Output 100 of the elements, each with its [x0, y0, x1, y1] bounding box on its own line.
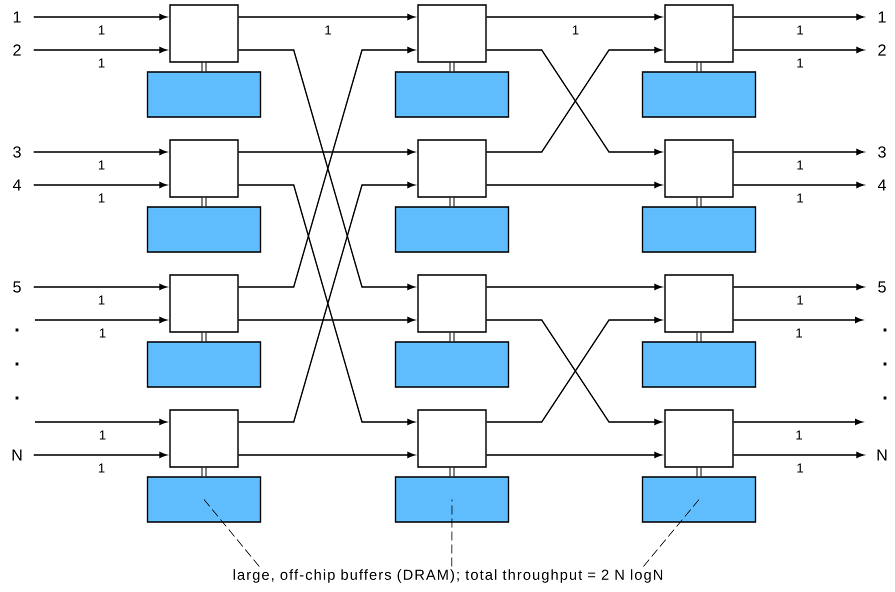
arrow: [486, 284, 662, 290]
arrow: [734, 182, 864, 188]
edge-label: 1: [96, 24, 106, 36]
link: [450, 332, 454, 342]
switch-box: [664, 4, 734, 63]
arrow: [34, 148, 167, 156]
link: [202, 198, 206, 206]
link: [450, 198, 454, 206]
switch-box: [417, 274, 487, 333]
arrow: [34, 182, 167, 188]
link: [450, 62, 454, 72]
arrow: [238, 316, 415, 324]
arrow: [734, 148, 864, 156]
edge-label: 1: [794, 430, 804, 440]
buffer-box: [146, 71, 262, 118]
arrow: [238, 14, 415, 20]
ellipsis-dot: .: [884, 328, 886, 332]
switch-box: [169, 4, 239, 63]
arrow: [34, 46, 167, 54]
arrow: [486, 452, 662, 458]
switch-box: [169, 139, 239, 198]
edge-label: 1: [323, 24, 333, 36]
edge-label: 1: [795, 160, 805, 170]
ellipsis-dot: .: [884, 362, 886, 366]
arrow: [734, 14, 864, 20]
arrow: [34, 452, 167, 458]
port-label: 1: [878, 12, 886, 22]
buffer-box: [394, 341, 510, 388]
buffer-box: [146, 476, 262, 523]
leader-line: [451, 499, 452, 567]
port-label: 4: [12, 180, 21, 190]
arrow: [734, 418, 863, 426]
arrow: [734, 284, 864, 290]
edge-label: 1: [795, 192, 805, 204]
buffer-box: [642, 206, 756, 253]
edge-label: 1: [96, 294, 106, 306]
edge-label: 1: [795, 24, 805, 36]
ellipsis-dot: .: [16, 362, 18, 366]
link: [202, 332, 206, 342]
switch-box: [417, 139, 487, 198]
switch-box: [664, 274, 734, 333]
edge-label: 1: [570, 24, 580, 36]
arrow: [238, 148, 415, 156]
ellipsis-dot: .: [884, 396, 886, 400]
edge-label: 1: [96, 192, 106, 204]
buffer-box: [394, 476, 510, 523]
port-label: 4: [878, 180, 886, 190]
port-label: N: [12, 450, 22, 460]
port-label: 5: [13, 281, 21, 293]
edge-label: 1: [96, 462, 106, 474]
leader-line: [643, 499, 700, 567]
port-label: 5: [878, 281, 886, 293]
arrow: [486, 182, 662, 188]
link: [696, 62, 702, 72]
edge-label: 1: [795, 58, 805, 68]
arrow: [734, 452, 864, 458]
link: [696, 332, 702, 342]
edge-label: 1: [98, 430, 108, 440]
link: [202, 62, 206, 72]
edge-label: 1: [96, 58, 106, 68]
edge-label: 1: [98, 328, 108, 338]
leader-line: [204, 499, 260, 567]
arrow: [486, 14, 662, 20]
arrow: [734, 46, 864, 54]
switch-box: [169, 409, 239, 468]
arrow: [34, 14, 167, 20]
buffer-box: [642, 71, 756, 118]
port-label: 2: [13, 44, 21, 56]
port-label: 2: [878, 44, 886, 56]
buffer-box: [146, 341, 262, 388]
switch-box: [417, 4, 487, 63]
switch-box: [664, 409, 734, 468]
caption: large, off-chip buffers (DRAM); total throughput = 2 N logN: [234, 569, 662, 583]
port-label: N: [878, 450, 886, 460]
port-label: 3: [13, 146, 21, 158]
arrow: [35, 418, 167, 426]
buffer-box: [642, 476, 756, 523]
arrow: [35, 316, 167, 324]
buffer-box: [146, 206, 262, 253]
edge-label: 1: [794, 328, 804, 338]
buffer-box: [394, 206, 510, 253]
buffer-box: [642, 341, 756, 388]
link: [696, 468, 702, 476]
switch-box: [169, 274, 239, 333]
ellipsis-dot: .: [16, 396, 18, 400]
port-label: 3: [878, 146, 886, 158]
arrow: [734, 316, 863, 324]
arrow: [238, 452, 415, 458]
edge-label: 1: [795, 294, 805, 306]
edge-label: 1: [96, 160, 106, 170]
switch-box: [417, 409, 487, 468]
link: [696, 198, 702, 206]
arrow: [34, 284, 167, 290]
switch-box: [664, 139, 734, 198]
buffer-box: [394, 71, 510, 118]
link: [450, 468, 454, 476]
port-label: 1: [14, 12, 21, 22]
link: [202, 468, 206, 476]
ellipsis-dot: .: [16, 328, 18, 332]
edge-label: 1: [795, 462, 805, 474]
